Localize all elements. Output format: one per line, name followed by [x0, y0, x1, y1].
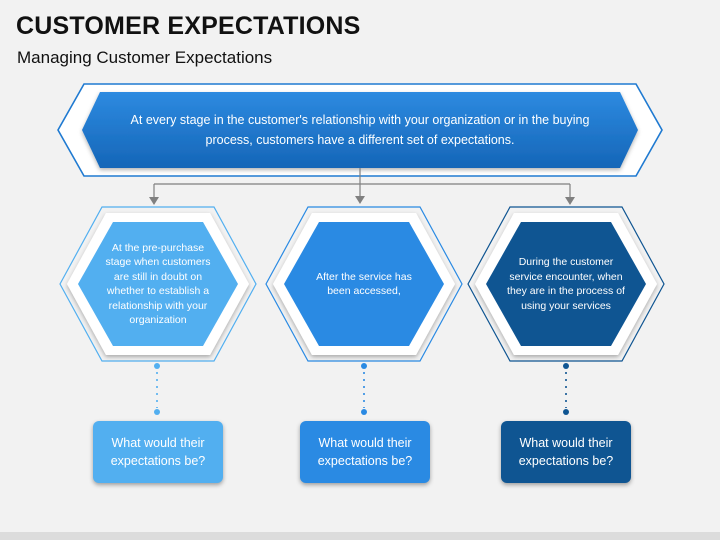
slide-subtitle: Managing Customer Expectations	[17, 48, 273, 67]
dotted-connector-2	[361, 363, 367, 415]
banner-hexagon	[82, 92, 638, 168]
stage-2-hexagon-group	[265, 206, 463, 362]
arrowhead-2	[355, 196, 365, 204]
stage-2-text: After the service has been accessed,	[316, 270, 412, 298]
stage-2-hexagon	[284, 222, 444, 346]
stage-1-hexagon-group	[59, 206, 257, 362]
stage-3-hexagon	[486, 222, 646, 346]
slide-title: CUSTOMER EXPECTATIONS	[16, 12, 361, 40]
stage-2-outer-outline	[265, 206, 463, 362]
question-box-1: What would their expectations be?	[93, 421, 223, 483]
stage-3-outer-outline	[467, 206, 665, 362]
stage-1-text: At the pre-purchase stage when customers…	[105, 241, 211, 327]
dotted-connector-3	[563, 363, 569, 415]
connector-arrowheads	[149, 196, 575, 205]
stage-1-outer-outline	[59, 206, 257, 362]
bottom-strip	[0, 532, 720, 540]
stage-3-text: During the customer service encounter, w…	[507, 256, 625, 312]
stage-1-hexagon	[78, 222, 238, 346]
question-box-2: What would their expectations be?	[300, 421, 430, 483]
arrowhead-3	[565, 197, 575, 205]
banner-text: At every stage in the customer's relatio…	[130, 113, 590, 147]
dotted-connector-1	[154, 363, 160, 415]
connector-lines	[153, 168, 571, 198]
stage-3-hexagon-group	[467, 206, 665, 362]
arrowhead-1	[149, 197, 159, 205]
question-box-3: What would their expectations be?	[501, 421, 631, 483]
